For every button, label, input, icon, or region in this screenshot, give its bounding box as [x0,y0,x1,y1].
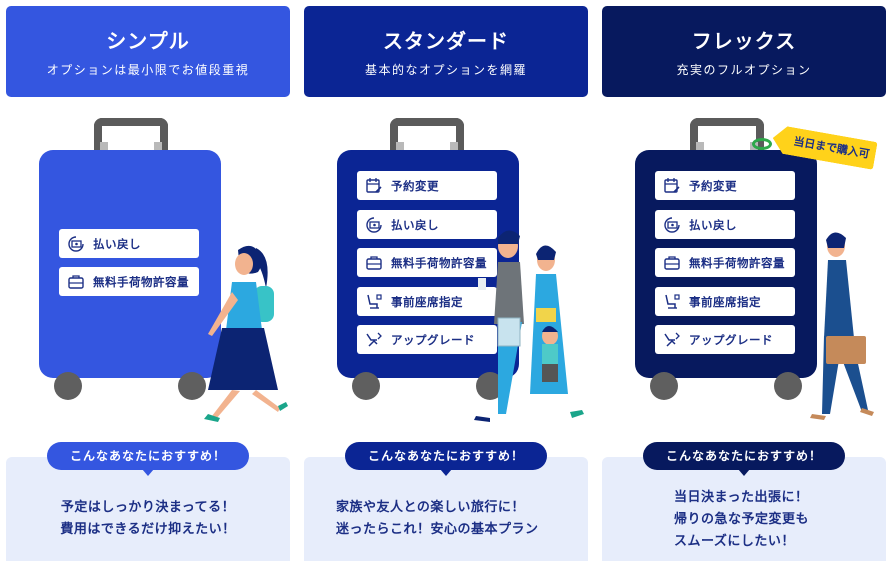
option-refund: 払い戻し [655,210,795,239]
option-label: 払い戻し [689,217,737,232]
recommend-line: 予定はしっかり決まってる！ [60,500,236,515]
suitcase-wheel [774,372,802,400]
option-label: 払い戻し [93,236,141,251]
plan-simple: シンプル オプションは最小限でお値段重視 払い戻し 無料手荷物許容量 [6,0,292,561]
recommend-badge: こんなあなたにおすすめ！ [345,442,547,476]
option-upgrade: アップグレード [357,325,497,354]
upgrade-icon [365,331,383,349]
option-label: 無料手荷物許容量 [93,274,189,289]
plan-flex: フレックス 充実のフルオプション 予約変更 払い戻し 無料手荷物許容量 [602,0,888,561]
plan-title: シンプル [106,29,190,53]
plan-title: スタンダード [383,29,509,53]
option-seat: 事前座席指定 [655,287,795,316]
plan-subtitle: オプションは最小限でお値段重視 [46,63,250,77]
calendar-edit-icon [663,177,681,195]
option-seat: 事前座席指定 [357,287,497,316]
option-label: 無料手荷物許容量 [689,255,785,270]
upgrade-icon [663,331,681,349]
recommend-line: 帰りの急な予定変更も [674,512,810,527]
seat-icon [365,293,383,311]
plan-header-simple[interactable]: シンプル オプションは最小限でお値段重視 [6,6,290,97]
suitcase-wheel [650,372,678,400]
option-label: 事前座席指定 [391,294,463,309]
option-label: 無料手荷物許容量 [391,255,487,270]
option-upgrade: アップグレード [655,325,795,354]
refund-icon [67,235,85,253]
baggage-icon [365,254,383,272]
tag-ring [752,138,772,150]
plan-subtitle: 基本的なオプションを網羅 [364,63,527,77]
option-change: 予約変更 [655,171,795,200]
recommend-line: 費用はできるだけ抑えたい！ [60,522,236,537]
suitcase-illustration: 予約変更 払い戻し 無料手荷物許容量 事前座席指定 アップグレード [337,150,519,378]
recommend-line: 家族や友人との楽しい旅行に！ [336,500,525,515]
suitcase-wheel [54,372,82,400]
refund-icon [663,216,681,234]
business-traveler-illustration [810,232,874,420]
option-baggage: 無料手荷物許容量 [357,248,497,277]
option-baggage: 無料手荷物許容量 [59,267,199,296]
option-baggage: 無料手荷物許容量 [655,248,795,277]
recommend-badge: こんなあなたにおすすめ！ [643,442,845,476]
suitcase-illustration: 予約変更 払い戻し 無料手荷物許容量 事前座席指定 アップグレード [635,150,817,378]
option-label: 事前座席指定 [689,294,761,309]
option-label: 予約変更 [689,178,737,193]
baggage-icon [67,273,85,291]
family-travelers-illustration [474,230,584,422]
suitcase-illustration: 払い戻し 無料手荷物許容量 [39,150,221,378]
option-label: アップグレード [391,332,475,347]
option-label: アップグレード [689,332,773,347]
plan-standard: スタンダード 基本的なオプションを網羅 予約変更 払い戻し 無料手荷物許容量 [304,0,590,561]
suitcase-handle [390,118,464,152]
suitcase-handle [94,118,168,152]
traveler-woman-illustration [204,245,288,422]
plan-title: フレックス [691,29,797,53]
suitcase-wheel [352,372,380,400]
option-label: 払い戻し [391,217,439,232]
recommend-badge: こんなあなたにおすすめ！ [47,442,249,476]
refund-icon [365,216,383,234]
option-refund: 払い戻し [59,229,199,258]
baggage-icon [663,254,681,272]
plan-header-flex[interactable]: フレックス 充実のフルオプション [602,6,886,97]
plan-header-standard[interactable]: スタンダード 基本的なオプションを網羅 [304,6,588,97]
option-change: 予約変更 [357,171,497,200]
seat-icon [663,293,681,311]
suitcase-wheel [178,372,206,400]
recommend-line: 迷ったらこれ！安心の基本プラン [336,522,539,537]
calendar-edit-icon [365,177,383,195]
plan-subtitle: 充実のフルオプション [676,63,812,77]
recommend-line: スムーズにしたい！ [674,534,795,549]
recommend-line: 当日決まった出張に！ [674,490,809,505]
option-label: 予約変更 [391,178,439,193]
option-refund: 払い戻し [357,210,497,239]
